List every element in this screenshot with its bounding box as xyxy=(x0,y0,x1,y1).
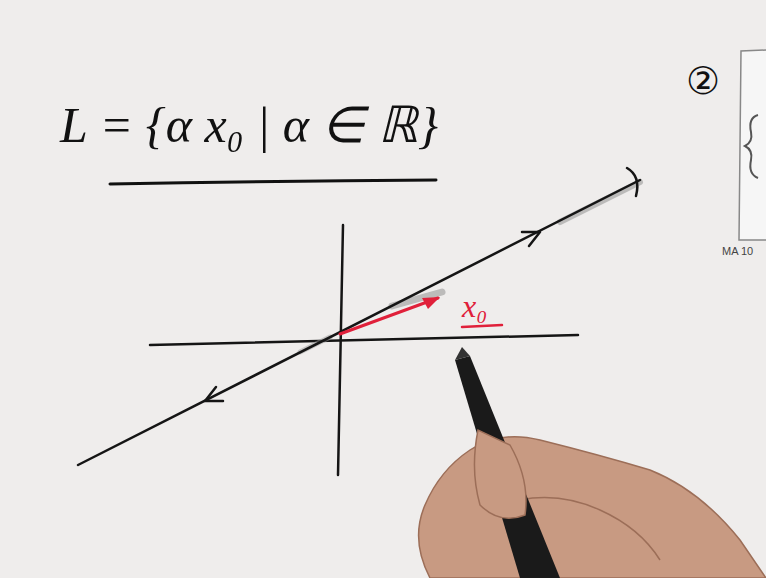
line-l xyxy=(78,180,640,465)
inset-frame xyxy=(739,50,766,240)
direction-arrow xyxy=(522,232,540,246)
page-number: ② xyxy=(686,62,720,100)
vector-head xyxy=(422,297,440,309)
label-underline xyxy=(462,325,502,327)
set-definition: L = {α x₀ | α ∈ ℝ} xyxy=(60,100,438,150)
course-code: MA 10 xyxy=(722,246,753,257)
direction-arrow xyxy=(205,387,223,401)
thumb xyxy=(474,430,526,518)
hand xyxy=(419,437,766,578)
vector-x0 xyxy=(340,298,438,334)
marker xyxy=(455,356,560,578)
line-end-hook xyxy=(627,168,637,196)
title-underline xyxy=(110,180,436,184)
vector-label: x₀ xyxy=(462,290,487,322)
y-axis xyxy=(338,225,343,475)
smudge xyxy=(560,182,640,222)
x-axis xyxy=(150,335,578,345)
marker-tip xyxy=(455,347,470,360)
inset-brace xyxy=(745,115,758,178)
